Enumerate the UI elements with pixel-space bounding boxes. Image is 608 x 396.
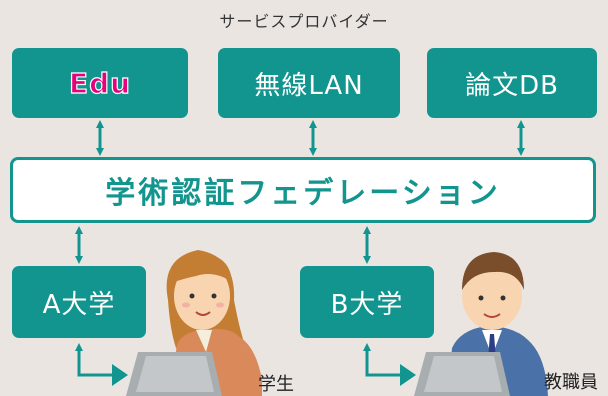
arrow-b-staff [363, 343, 400, 377]
university-b-label: B大学 [330, 289, 404, 320]
service-edu-box: Edu [12, 48, 188, 118]
university-a-box: A大学 [12, 266, 146, 338]
service-paper-db-box: 論文DB [427, 48, 597, 118]
federation-label: 学術認証フェデレーション [105, 176, 501, 211]
service-paper-db-label: 論文DB [465, 70, 559, 101]
student-laptop [126, 352, 222, 396]
student-label: 学生 [258, 374, 294, 395]
university-a-label: A大学 [42, 289, 116, 320]
service-wireless-lan-box: 無線LAN [218, 48, 400, 118]
service-provider-heading: サービスプロバイダー [219, 12, 389, 31]
staff-laptop [414, 352, 510, 396]
arrow-a-student [75, 343, 112, 377]
arrowhead-a-student [112, 364, 128, 386]
service-edu-label: Edu [68, 66, 132, 100]
university-b-box: B大学 [300, 266, 434, 338]
service-wireless-lan-label: 無線LAN [254, 70, 364, 101]
staff-label: 教職員 [544, 372, 598, 393]
arrowhead-b-staff [400, 364, 416, 386]
federation-box: 学術認証フェデレーション [10, 157, 596, 223]
